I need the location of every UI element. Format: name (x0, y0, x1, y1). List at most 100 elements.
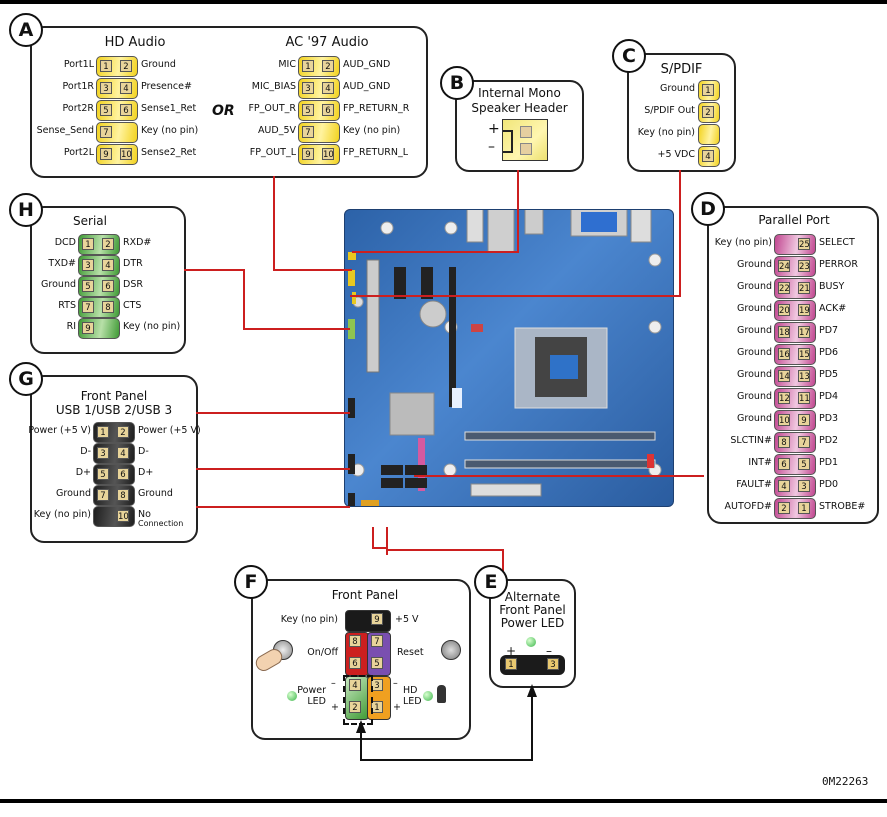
hd-audio-pin: 1 (100, 60, 112, 72)
spdif-title: S/PDIF (660, 62, 703, 77)
usb-pin: 7 (97, 489, 109, 501)
serial-header-onboard (348, 319, 355, 339)
fp-hd-led-label-2: LED (403, 696, 422, 707)
fp-power-minus: – (331, 678, 336, 689)
atx-power-connector (470, 483, 542, 497)
reset-button-icon (441, 640, 461, 660)
alt-led-pin-3: 3 (547, 658, 559, 670)
speaker-header-onboard (348, 252, 356, 260)
parallel-pin: 25 (798, 238, 810, 250)
serial-right-label: Key (no pin) (123, 321, 181, 332)
parallel-pin: 18 (778, 326, 790, 338)
spdif-left-label: S/PDIF Out (644, 105, 695, 116)
serial-pin: 3 (82, 259, 94, 271)
chipset-heatsink (389, 392, 435, 436)
badge-d: D (691, 192, 725, 226)
fp-pin: 6 (349, 657, 361, 669)
dimm-slot-2 (464, 459, 656, 469)
usb-right-label: Ground (138, 488, 173, 499)
ac97-audio-left-label: FP_OUT_L (249, 147, 296, 158)
parallel-pin: 1 (798, 502, 810, 514)
parallel-right-label: PD7 (819, 325, 839, 336)
fp-power-led-label-2: LED (307, 696, 326, 707)
usb-pin: 3 (97, 447, 109, 459)
parallel-pin: 19 (798, 304, 810, 316)
parallel-left-label: FAULT# (736, 479, 772, 490)
spdif-pin: 2 (698, 102, 720, 123)
ac97-audio-pin: 7 (302, 126, 314, 138)
parallel-pin: 10 (778, 414, 790, 426)
usb-header-onboard-1 (348, 398, 355, 418)
alt-led-plus: + (506, 644, 517, 658)
figure-id: 0M22263 (822, 775, 869, 788)
parallel-pin: 7 (798, 436, 810, 448)
serial-left-label: RI (66, 321, 76, 332)
parallel-pin: 12 (778, 392, 790, 404)
parallel-pin: 17 (798, 326, 810, 338)
parallel-right-label: PD3 (819, 413, 839, 424)
speaker-plus-label: + (488, 121, 500, 137)
hd-audio-pin: 6 (120, 104, 132, 116)
badge-e: E (474, 565, 508, 599)
alt-led-pin-1: 1 (505, 658, 517, 670)
dvi-port (630, 205, 652, 243)
hd-audio-left-label: Port2L (63, 147, 94, 158)
spdif-pin-number: 4 (702, 150, 714, 162)
fp-power-led-label-1: Power (297, 685, 326, 696)
serial-right-label: DSR (123, 279, 143, 290)
fp-hd-plus: + (393, 702, 401, 713)
speaker-pin-minus (520, 143, 532, 155)
ac97-audio-left-label: MIC_BIAS (251, 81, 296, 92)
spdif-pin (698, 124, 720, 145)
badge-f: F (234, 565, 268, 599)
fp-pin: 8 (349, 635, 361, 647)
ac97-audio-pin: 1 (302, 60, 314, 72)
audio-jack (466, 205, 484, 243)
sata-4 (405, 478, 427, 488)
spdif-left-label: Key (no pin) (637, 127, 695, 138)
ac97-audio-pin: 10 (322, 148, 334, 160)
ac97-audio-pin: 2 (322, 60, 334, 72)
usb-pin-pair: 10 (93, 506, 135, 527)
front-panel-header-onboard (361, 500, 379, 506)
parallel-left-label: Ground (737, 391, 772, 402)
fp-key-label: Key (no pin) (280, 614, 338, 625)
hd-audio-pin: 3 (100, 82, 112, 94)
hd-audio-right-label: Sense1_Ret (141, 103, 197, 114)
lan-port (487, 205, 515, 253)
speaker-connector (502, 119, 548, 161)
parallel-header-onboard (418, 438, 425, 491)
usb-pin: 8 (117, 489, 129, 501)
parallel-left-label: Ground (737, 303, 772, 314)
ac97-audio-right-label: FP_RETURN_R (343, 103, 410, 114)
parallel-right-label: SELECT (819, 237, 855, 248)
serial-left-label: DCD (54, 237, 76, 248)
alt-led-minus: – (546, 644, 552, 658)
pcie-x1-slot-1 (394, 267, 406, 299)
spdif-left-label: Ground (660, 83, 695, 94)
serial-left-label: TXD# (48, 258, 76, 269)
parallel-pin: 5 (798, 458, 810, 470)
serial-pin: 5 (82, 280, 94, 292)
hd-audio-right-label: Key (no pin) (141, 125, 199, 136)
parallel-pin: 20 (778, 304, 790, 316)
usb-title-2: USB 1/USB 2/USB 3 (55, 403, 173, 417)
parallel-right-label: PD6 (819, 347, 839, 358)
fp-hd-minus: – (393, 678, 398, 689)
parallel-pin: 2 (778, 502, 790, 514)
